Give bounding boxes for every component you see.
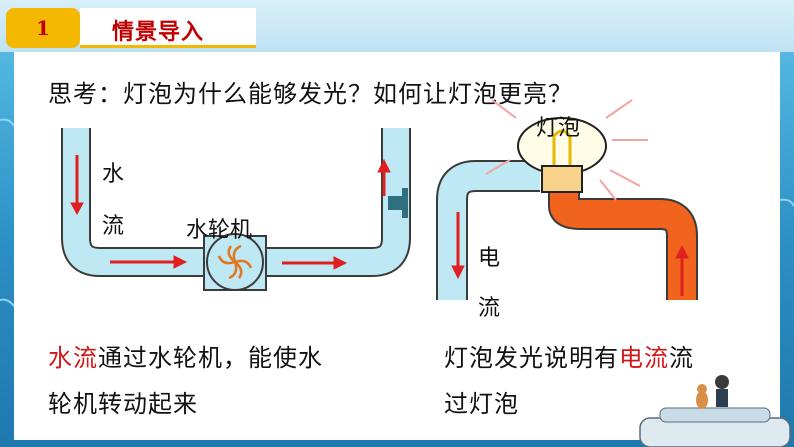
car-with-cat-decoration <box>0 0 794 447</box>
